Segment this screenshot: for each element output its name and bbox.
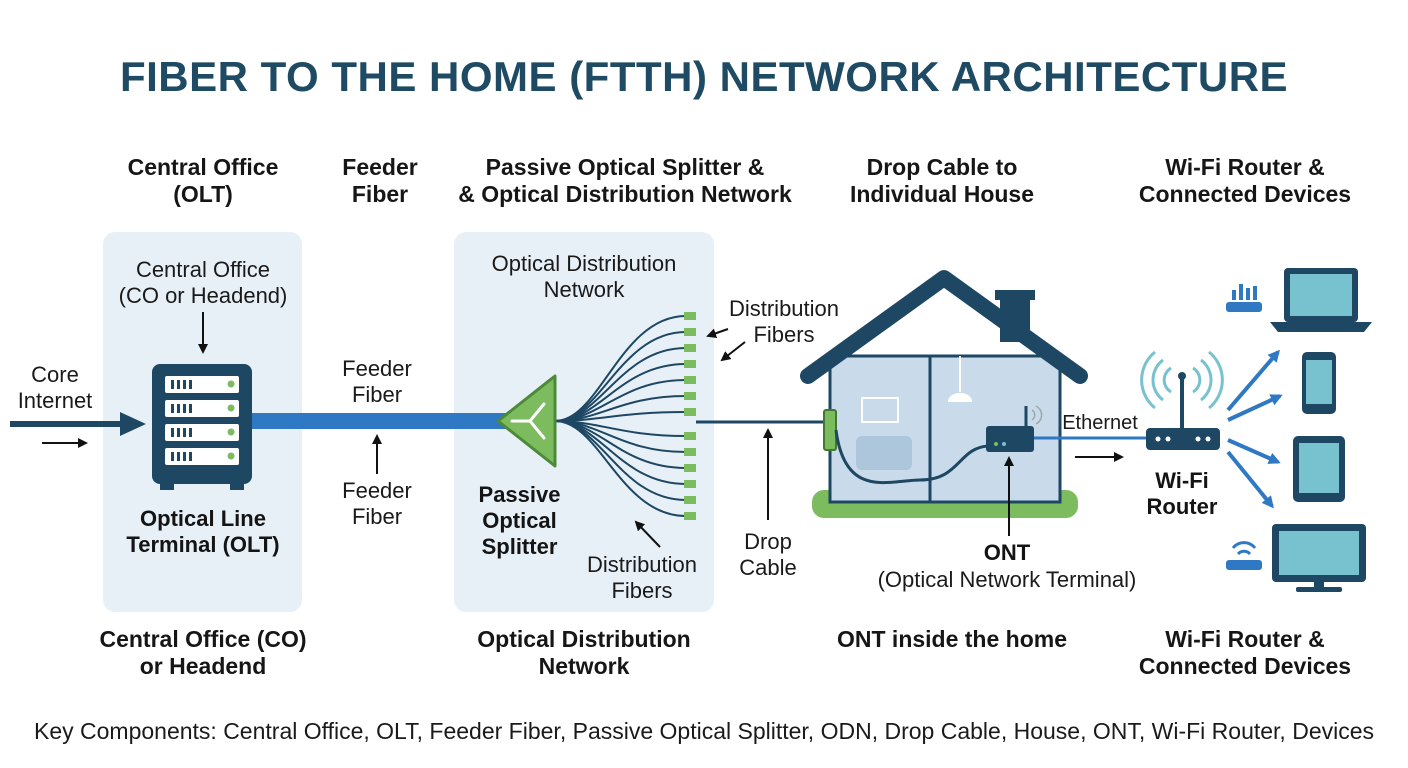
header-line: Drop Cable to xyxy=(866,154,1018,180)
header-line: Individual House xyxy=(849,181,1035,208)
label-line: Splitter xyxy=(481,533,558,559)
distribution-pointer-arrow xyxy=(634,520,661,548)
laptop-icon xyxy=(1270,268,1372,332)
header-feeder-fiber: Feeder Fiber xyxy=(320,154,440,208)
label-line: Fiber xyxy=(351,381,403,407)
header-line: Central Office xyxy=(127,154,279,180)
label-line: Internet xyxy=(17,387,93,413)
header-line: & Optical Distribution Network xyxy=(458,181,792,208)
footer-line: ONT inside the home xyxy=(836,626,1068,652)
footer-central-office: Central Office (CO) or Headend xyxy=(93,626,313,680)
signal-bars-icon xyxy=(1226,284,1262,312)
label-line: Fibers xyxy=(753,321,815,347)
footer-line: Wi-Fi Router & xyxy=(1165,626,1325,652)
page-title: FIBER TO THE HOME (FTTH) NETWORK ARCHITE… xyxy=(119,53,1289,100)
smartphone-icon xyxy=(1302,352,1336,414)
header-splitter-odn: Passive Optical Splitter & & Optical Dis… xyxy=(440,154,810,208)
label-line: Distribution xyxy=(586,552,698,577)
label-line: Feeder xyxy=(342,478,412,503)
footer-line: Network xyxy=(538,653,630,680)
feeder-fiber-bottom-label: Feeder Fiber xyxy=(322,478,432,530)
olt-label: Optical Line Terminal (OLT) xyxy=(103,506,303,558)
drop-cable-label: Drop Cable xyxy=(726,529,810,581)
label-line: Wi-Fi xyxy=(1155,468,1209,493)
ont-full-label: (Optical Network Terminal) xyxy=(862,567,1152,593)
header-central-office: Central Office (OLT) xyxy=(103,154,303,208)
ont-label: ONT xyxy=(960,540,1054,566)
label-line: Central Office xyxy=(135,257,271,282)
co-headend-label: Central Office (CO or Headend) xyxy=(103,257,303,309)
feeder-fiber-top-label: Feeder Fiber xyxy=(322,356,432,408)
header-line: Wi-Fi Router & xyxy=(1165,154,1325,180)
splitter-icon xyxy=(496,374,557,468)
footer-odn: Optical Distribution Network xyxy=(454,626,714,680)
header-line: (OLT) xyxy=(173,181,233,208)
label-line: ONT xyxy=(983,540,1031,565)
core-internet-arrow xyxy=(10,412,146,436)
feeder-fiber-cable xyxy=(244,413,506,429)
wifi-signal-icon xyxy=(1226,541,1262,570)
ont-modem-icon xyxy=(986,405,1043,452)
label-line: Cable xyxy=(739,554,797,580)
house-icon xyxy=(800,270,1088,518)
wifi-router-icon xyxy=(1140,350,1224,450)
distribution-fibers-top-label: Distribution Fibers xyxy=(714,296,854,348)
server-rack-icon xyxy=(152,364,252,490)
label-line: Passive xyxy=(478,482,561,507)
header-line: Passive Optical Splitter & xyxy=(485,154,765,180)
label-line: Terminal (OLT) xyxy=(126,531,280,557)
header-line: Feeder xyxy=(342,154,418,180)
label-line: (Optical Network Terminal) xyxy=(877,567,1137,592)
core-internet-label: Core Internet xyxy=(10,362,100,414)
odn-panel-label: Optical Distribution Network xyxy=(454,251,714,303)
distribution-pointer-arrow xyxy=(720,341,746,362)
wall-connector-icon xyxy=(823,409,837,451)
header-line: Fiber xyxy=(351,181,409,208)
tablet-icon xyxy=(1293,436,1345,502)
label-line: Distribution xyxy=(728,296,840,321)
label-line: (CO or Headend) xyxy=(118,282,288,308)
label-line: Drop xyxy=(744,529,792,554)
passive-optical-splitter-label: Passive Optical Splitter xyxy=(462,482,577,560)
ethernet-label: Ethernet xyxy=(1055,412,1145,436)
header-router-devices: Wi-Fi Router & Connected Devices xyxy=(1110,154,1380,208)
footer-router-devices: Wi-Fi Router & Connected Devices xyxy=(1110,626,1380,680)
monitor-icon xyxy=(1272,524,1366,592)
indoor-fiber xyxy=(834,429,989,485)
header-drop-cable: Drop Cable to Individual House xyxy=(822,154,1062,208)
label-line: Feeder xyxy=(342,356,412,381)
label-line: Optical Distribution xyxy=(491,251,677,276)
footer-ont-home: ONT inside the home xyxy=(822,626,1082,653)
footer-line: Connected Devices xyxy=(1138,653,1352,680)
fiber-connectors xyxy=(684,312,696,520)
footer-line: Optical Distribution xyxy=(477,626,691,652)
distribution-fibers-bottom-label: Distribution Fibers xyxy=(572,552,712,604)
distribution-fibers xyxy=(554,315,687,517)
label-line: Core xyxy=(31,362,79,387)
footer-line: Central Office (CO) xyxy=(99,626,307,652)
label-line: Fibers xyxy=(611,577,673,603)
label-line: Router xyxy=(1146,493,1218,519)
footer-line: or Headend xyxy=(139,653,267,680)
header-line: Connected Devices xyxy=(1138,181,1352,208)
wireless-link-arrows xyxy=(1226,349,1283,509)
wifi-router-label: Wi-Fi Router xyxy=(1142,468,1222,520)
label-line: Optical xyxy=(482,507,557,533)
label-line: Optical Line xyxy=(140,506,266,531)
label-line: Network xyxy=(543,276,625,302)
label-line: Fiber xyxy=(351,503,403,529)
label-line: Ethernet xyxy=(1062,412,1138,434)
key-components-caption: Key Components: Central Office, OLT, Fee… xyxy=(33,718,1375,744)
distribution-pointer-arrow xyxy=(706,328,729,339)
